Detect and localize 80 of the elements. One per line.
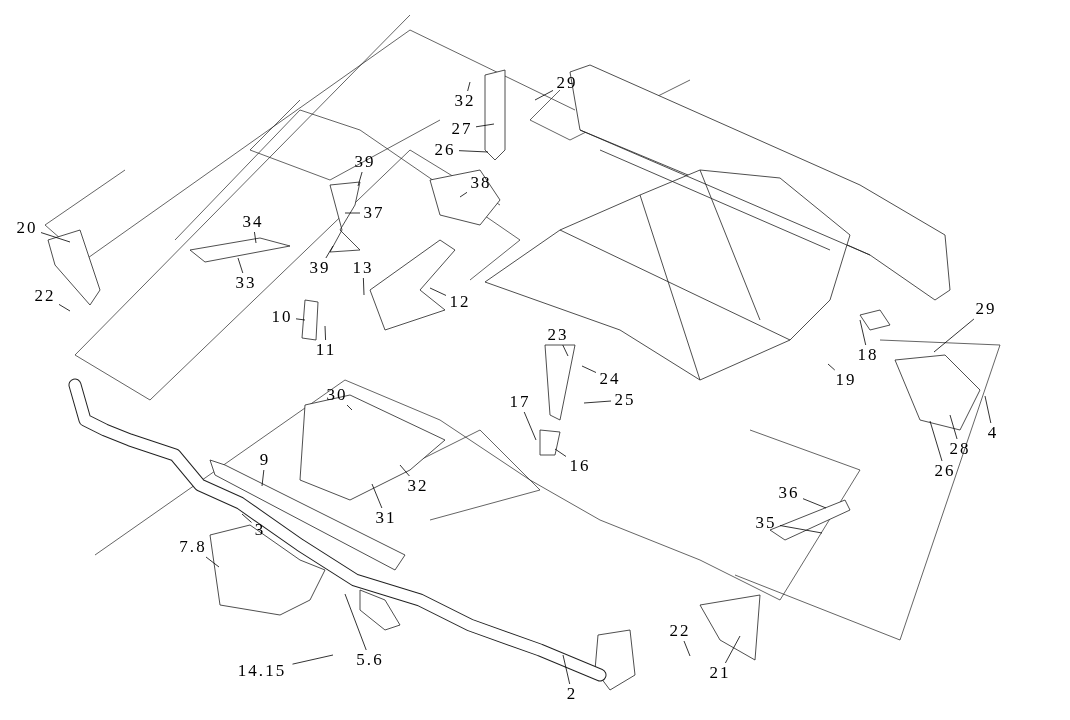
callout-number: 31 — [375, 509, 397, 527]
leader-line — [523, 411, 537, 441]
callout-number: 18 — [857, 346, 879, 364]
callout-number: 4 — [987, 424, 999, 442]
leader-line — [344, 593, 367, 651]
callout-number: 34 — [242, 213, 264, 231]
leader-line — [40, 232, 71, 243]
leader-line — [802, 498, 827, 509]
callout-number: 29 — [975, 300, 997, 318]
callout-number: 16 — [569, 457, 591, 475]
leader-line — [237, 257, 244, 274]
leader-line — [562, 654, 571, 685]
callout-number: 22 — [669, 622, 691, 640]
callout-number: 23 — [547, 326, 569, 344]
callout-number: 24 — [599, 370, 621, 388]
leader-line — [261, 469, 265, 487]
callout-number: 38 — [470, 174, 492, 192]
callout-number: 36 — [778, 484, 800, 502]
leader-line — [362, 277, 365, 296]
leader-line — [929, 420, 943, 462]
leader-line — [534, 90, 554, 101]
callout-number: 10 — [271, 308, 293, 326]
leader-line — [467, 81, 471, 92]
callout-number: 9 — [259, 451, 271, 469]
leader-line — [725, 635, 741, 664]
callout-number: 12 — [449, 293, 471, 311]
callout-number: 7.8 — [179, 538, 207, 556]
callout-number: 37 — [363, 204, 385, 222]
callout-number: 32 — [454, 92, 476, 110]
leader-line — [346, 404, 353, 411]
callout-number: 30 — [326, 386, 348, 404]
callout-number: 17 — [509, 393, 531, 411]
leader-line — [325, 245, 334, 259]
callout-number: 26 — [934, 462, 956, 480]
leader-line — [554, 448, 567, 457]
callout-number: 39 — [354, 153, 376, 171]
leader-line — [475, 123, 495, 128]
leader-line — [581, 365, 597, 373]
leader-line — [933, 318, 975, 353]
callout-number: 3 — [254, 521, 266, 539]
leader-line — [241, 513, 252, 523]
callout-number: 5.6 — [356, 651, 384, 669]
callout-number: 33 — [235, 274, 257, 292]
leader-line — [295, 318, 306, 321]
leader-line — [292, 654, 334, 665]
leader-line — [324, 325, 326, 341]
leader-line — [459, 191, 468, 198]
leader-line — [562, 344, 569, 357]
leader-line — [984, 395, 992, 424]
callout-number: 25 — [614, 391, 636, 409]
callout-number: 28 — [949, 440, 971, 458]
leader-line — [583, 400, 612, 404]
callout-number: 19 — [835, 371, 857, 389]
leader-line — [205, 556, 220, 568]
callout-number: 20 — [16, 219, 38, 237]
callout-number: 2 — [566, 685, 578, 703]
leader-line — [859, 319, 867, 346]
callout-number: 35 — [755, 514, 777, 532]
callout-number: 11 — [315, 341, 337, 359]
callout-number: 13 — [352, 259, 374, 277]
leader-line — [683, 640, 691, 657]
leader-line — [827, 363, 836, 371]
leader-line — [344, 212, 361, 214]
leader-line — [429, 287, 447, 296]
callout-number: 39 — [309, 259, 331, 277]
leader-line — [458, 150, 489, 153]
callout-number: 26 — [434, 141, 456, 159]
callout-number: 21 — [709, 664, 731, 682]
callout-number: 22 — [34, 287, 56, 305]
leader-line — [58, 304, 71, 312]
callout-number: 29 — [556, 74, 578, 92]
leader-line — [399, 464, 410, 477]
leader-line — [371, 483, 383, 509]
callout-number: 14.15 — [237, 662, 287, 680]
leader-line — [779, 525, 823, 534]
callout-number: 32 — [407, 477, 429, 495]
leader-line — [254, 231, 257, 244]
leader-line — [357, 171, 363, 187]
callout-number: 27 — [451, 120, 473, 138]
leader-line — [949, 414, 958, 440]
